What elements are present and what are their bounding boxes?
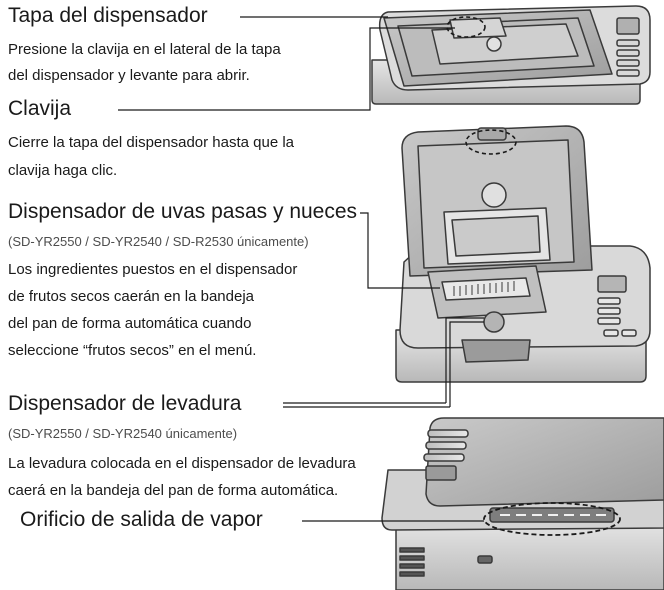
nut-dispenser-text-line-4: seleccione “frutos secos” en el menú. — [8, 342, 257, 359]
dispenser-lid-text-line-1: Presione la clavija en el lateral de la … — [8, 41, 281, 58]
nut-dispenser-text-line-3: del pan de forma automática cuando — [8, 315, 252, 332]
callout-lines — [118, 16, 621, 536]
machine-open-view — [395, 125, 651, 383]
clip-text-line-2: clavija haga clic. — [8, 162, 118, 179]
dispenser-lid-title: Tapa del dispensador — [8, 4, 208, 27]
machine-rear-view — [381, 417, 664, 590]
yeast-dispenser-models-note: (SD-YR2550 / SD-YR2540 únicamente) — [8, 426, 238, 441]
yeast-dispenser-title: Dispensador de levadura — [8, 392, 242, 415]
dispenser-lid-text-line-2: del dispensador y levante para abrir. — [8, 67, 250, 84]
nut-dispenser-text-line-2: de frutos secos caerán en la bandeja — [8, 288, 254, 305]
nut-dispenser-text-line-1: Los ingredientes puestos en el dispensad… — [8, 261, 298, 278]
clip-title: Clavija — [8, 97, 72, 120]
yeast-dispenser-text-line-1: La levadura colocada en el dispensador d… — [8, 455, 356, 472]
clip-text-line-1: Cierre la tapa del dispensador hasta que… — [8, 134, 295, 151]
nut-dispenser-title: Dispensador de uvas pasas y nueces — [8, 200, 358, 223]
machine-top-view — [371, 5, 651, 105]
nut-dispenser-models-note: (SD-YR2550 / SD-YR2540 / SD-R2530 únicam… — [8, 234, 309, 249]
yeast-dispenser-text-line-2: caerá en la bandeja del pan de forma aut… — [8, 482, 339, 499]
steam-vent-title: Orificio de salida de vapor — [20, 508, 263, 531]
